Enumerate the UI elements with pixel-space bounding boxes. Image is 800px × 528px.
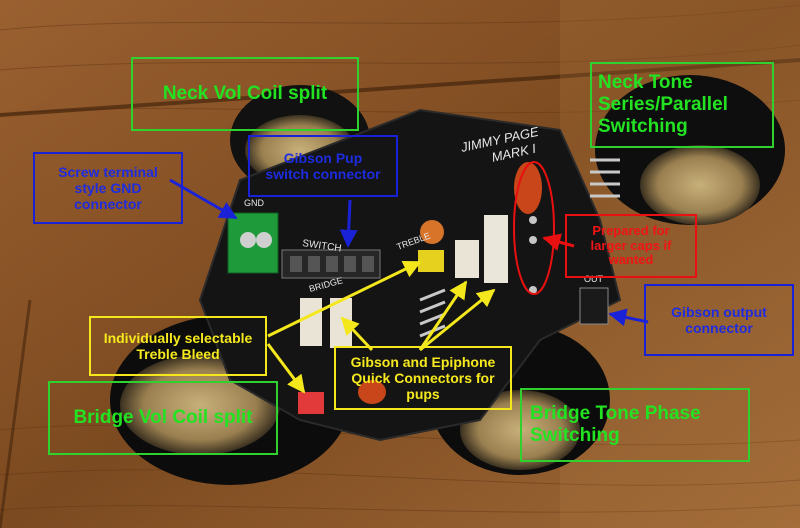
prepared-larger-caps-label: Prepared for larger caps if wanted [565, 214, 697, 278]
board-gap-line-2 [0, 299, 32, 528]
arrow-quick-3 [340, 316, 374, 352]
silk-gnd: GND [244, 198, 265, 208]
arrow-treble-2 [266, 343, 306, 394]
arrow-output-connector [608, 308, 649, 327]
treble-bleed-label: Individually selectable Treble Bleed [89, 316, 267, 376]
screw-terminal-gnd [227, 212, 279, 274]
neck-tone-label: Neck Tone Series/Parallel Switching [590, 62, 774, 148]
orange-capacitor-2 [420, 220, 444, 244]
gibson-pup-switch-label: Gibson Pup switch connector [248, 135, 398, 197]
arrow-quick-1 [419, 288, 496, 352]
arrow-prepared [542, 233, 575, 251]
silk-out: OUT [584, 274, 604, 284]
quick-connectors-label: Gibson and Epiphone Quick Connectors for… [334, 346, 512, 410]
treble-jumper [418, 250, 444, 272]
neck-vol-coil-split-label: Neck Vol Coil split [131, 57, 359, 131]
arrow-quick-2 [418, 280, 468, 351]
switch-connector [281, 249, 381, 279]
red-highlight-ellipse [513, 161, 555, 295]
solder-pads [529, 216, 537, 294]
bridge-vol-coil-split-label: Bridge Vol Coil split [48, 381, 278, 455]
orange-capacitor-3 [358, 380, 386, 404]
silk-switch: SWITCH [302, 238, 343, 254]
white-connector-3 [300, 298, 322, 346]
white-connector-1 [455, 240, 479, 278]
header-pins-neck [590, 158, 620, 198]
red-jumper [298, 392, 324, 414]
bridge-tone-label: Bridge Tone Phase Switching [520, 388, 750, 462]
white-connector-2 [484, 215, 508, 283]
potentiometer-neck-tone [595, 75, 785, 225]
gibson-output-connector-label: Gibson output connector [644, 284, 794, 356]
arrow-treble-1 [267, 260, 422, 338]
output-connector [579, 287, 609, 325]
screw-terminal-gnd-label: Screw terminal style GND connector [33, 152, 183, 224]
arrow-pup-connector [339, 199, 358, 248]
board-gap-line [0, 58, 800, 117]
